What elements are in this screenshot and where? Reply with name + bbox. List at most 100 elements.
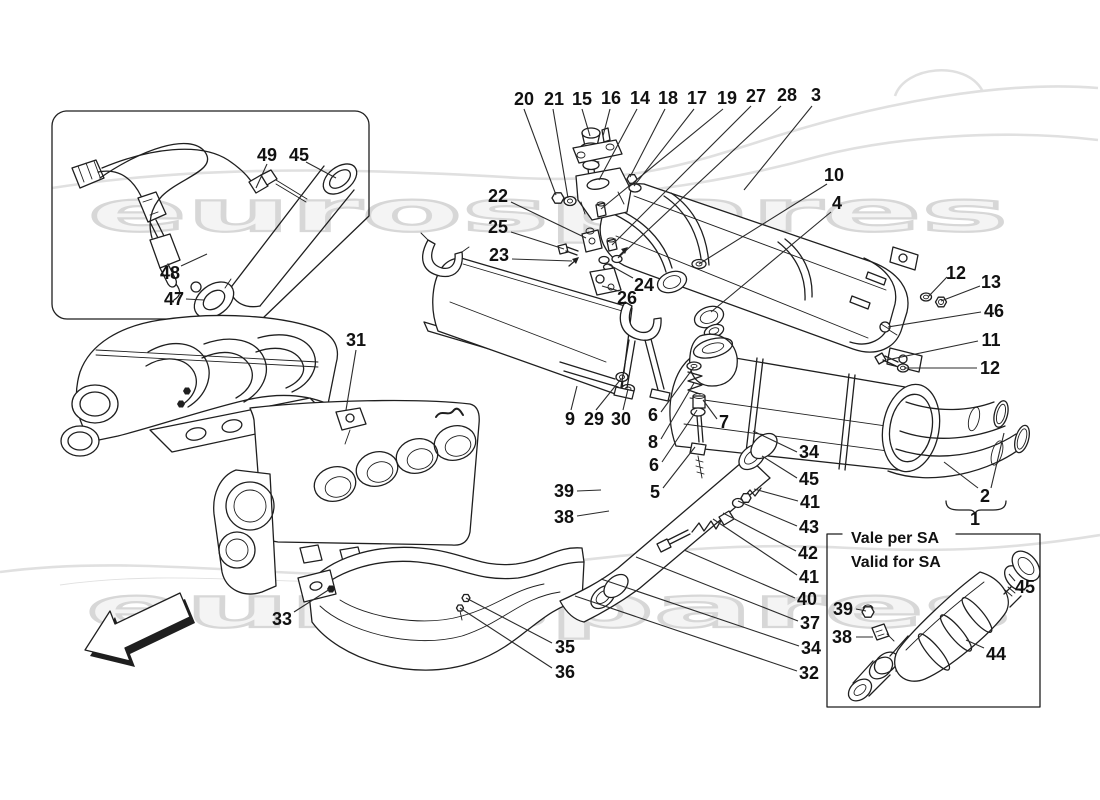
bracket-31-hole <box>345 413 355 423</box>
leader-line <box>576 489 602 492</box>
cat-body-44 <box>894 571 1009 682</box>
leader-line <box>602 108 611 137</box>
cat-seam <box>905 581 985 651</box>
part-label-38: 38 <box>554 507 574 527</box>
intake-trumpet <box>71 384 119 424</box>
part-label-45: 45 <box>1015 577 1035 597</box>
part-label-31: 31 <box>346 330 366 350</box>
cat-inlet-rim <box>847 678 873 702</box>
part-label-28: 28 <box>777 85 797 105</box>
leader-line <box>1008 573 1016 582</box>
leader-line <box>180 253 208 267</box>
part-label-35: 35 <box>555 637 575 657</box>
timing-cover <box>213 469 277 595</box>
sa-nut-39 <box>861 606 875 618</box>
leader-line <box>943 461 979 489</box>
sensor-tip-2 <box>159 263 181 301</box>
flange-stud <box>224 278 232 289</box>
fuel-rail <box>95 349 319 368</box>
manifold-nut <box>183 387 191 395</box>
muffler-inlet-port-inner <box>699 310 719 324</box>
timing-cover-circle-inner <box>233 489 267 523</box>
part-label-20: 20 <box>514 89 534 109</box>
tailpipe-band <box>990 440 1004 466</box>
part-label-21: 21 <box>544 89 564 109</box>
part-label-13: 13 <box>981 272 1001 292</box>
tailpipe-lower-tip-inner <box>1016 428 1028 450</box>
leader-line <box>887 311 982 328</box>
watermark-text-top: eurospares <box>88 180 1008 245</box>
leader-line <box>886 340 979 361</box>
part-label-6: 6 <box>649 455 659 475</box>
cat-inlet-band <box>868 656 894 680</box>
part-label-2: 2 <box>980 486 990 506</box>
nut-spring-bolt <box>740 493 752 503</box>
gasket-4-inner <box>708 327 720 335</box>
group-brace-1 <box>945 500 1007 516</box>
leader-line <box>459 607 553 669</box>
cat-clamp-screw <box>1004 586 1016 597</box>
plate-hole <box>576 151 586 159</box>
cable-adjuster-end <box>260 169 278 186</box>
sa-inset-box: Vale per SA Valid for SA <box>826 530 1041 708</box>
muffler-inlet-port-inner <box>662 275 682 289</box>
shield-clamp-hook-tip <box>420 232 470 253</box>
rear-muffler <box>669 292 1030 479</box>
part-label-16: 16 <box>601 88 621 108</box>
rear-muffler-rim-inner <box>888 393 934 463</box>
shield-clamp-hook-2 <box>619 301 662 341</box>
leader-line <box>611 105 752 246</box>
tailpipe-upper <box>899 401 1006 439</box>
hanger-tab-hole <box>898 253 908 263</box>
part-label-34: 34 <box>799 442 819 462</box>
cam-cover-port <box>433 425 477 461</box>
manifold-runner <box>255 347 305 389</box>
bracket-foot <box>649 388 671 402</box>
washer-24 <box>598 255 610 265</box>
manifold-runner <box>201 351 253 399</box>
bracket-leg <box>620 338 665 391</box>
leader-line <box>698 183 828 265</box>
cam-cover <box>249 399 480 546</box>
bolt-46-shaft <box>880 323 898 336</box>
heat-shield-crease <box>449 301 607 363</box>
manifold-flange-hole <box>309 581 323 591</box>
cat-inlet-pipe <box>852 660 891 697</box>
engine-bracket-31 <box>335 407 367 431</box>
stud-19-top <box>596 201 606 207</box>
part-label-45: 45 <box>799 469 819 489</box>
cam-cover-port-inner <box>444 435 472 457</box>
manifold-nut <box>177 400 185 408</box>
leader-line <box>761 455 798 479</box>
bolt-27-head <box>606 237 616 243</box>
manifold-runner <box>145 358 197 407</box>
leader-line <box>940 285 981 302</box>
sleeve-7-top <box>692 393 706 399</box>
throttle-cable <box>101 148 252 182</box>
pipe-end-cap <box>230 285 261 308</box>
bolt-25-shaft <box>565 246 579 256</box>
leader-line <box>635 556 799 622</box>
sa-box-border <box>826 533 1041 708</box>
manifold-runner <box>257 334 316 393</box>
sensor-inset-box <box>51 110 370 320</box>
leader-line <box>927 276 948 298</box>
part-label-10: 10 <box>824 165 844 185</box>
gasket-flange-47-hole <box>202 289 226 311</box>
heat-shield-group <box>420 232 671 402</box>
nut-13 <box>934 296 948 308</box>
cap-10-inner <box>695 261 703 267</box>
bracket-31-arm <box>344 429 351 445</box>
part-label-38: 38 <box>832 627 852 647</box>
part-label-44: 44 <box>986 644 1006 664</box>
leader-line <box>965 639 985 649</box>
mounting-bracket-top <box>551 127 642 296</box>
sa-sensor-38-threads <box>875 629 895 642</box>
washer-28 <box>611 254 623 264</box>
clevis-stud <box>585 227 595 235</box>
sensor-cable-loop <box>99 142 209 239</box>
part-label-6: 6 <box>648 405 658 425</box>
washer-21-inner <box>567 198 573 204</box>
bracket-14-slot <box>586 178 610 190</box>
tailpipe-upper-tip-inner <box>995 403 1007 425</box>
